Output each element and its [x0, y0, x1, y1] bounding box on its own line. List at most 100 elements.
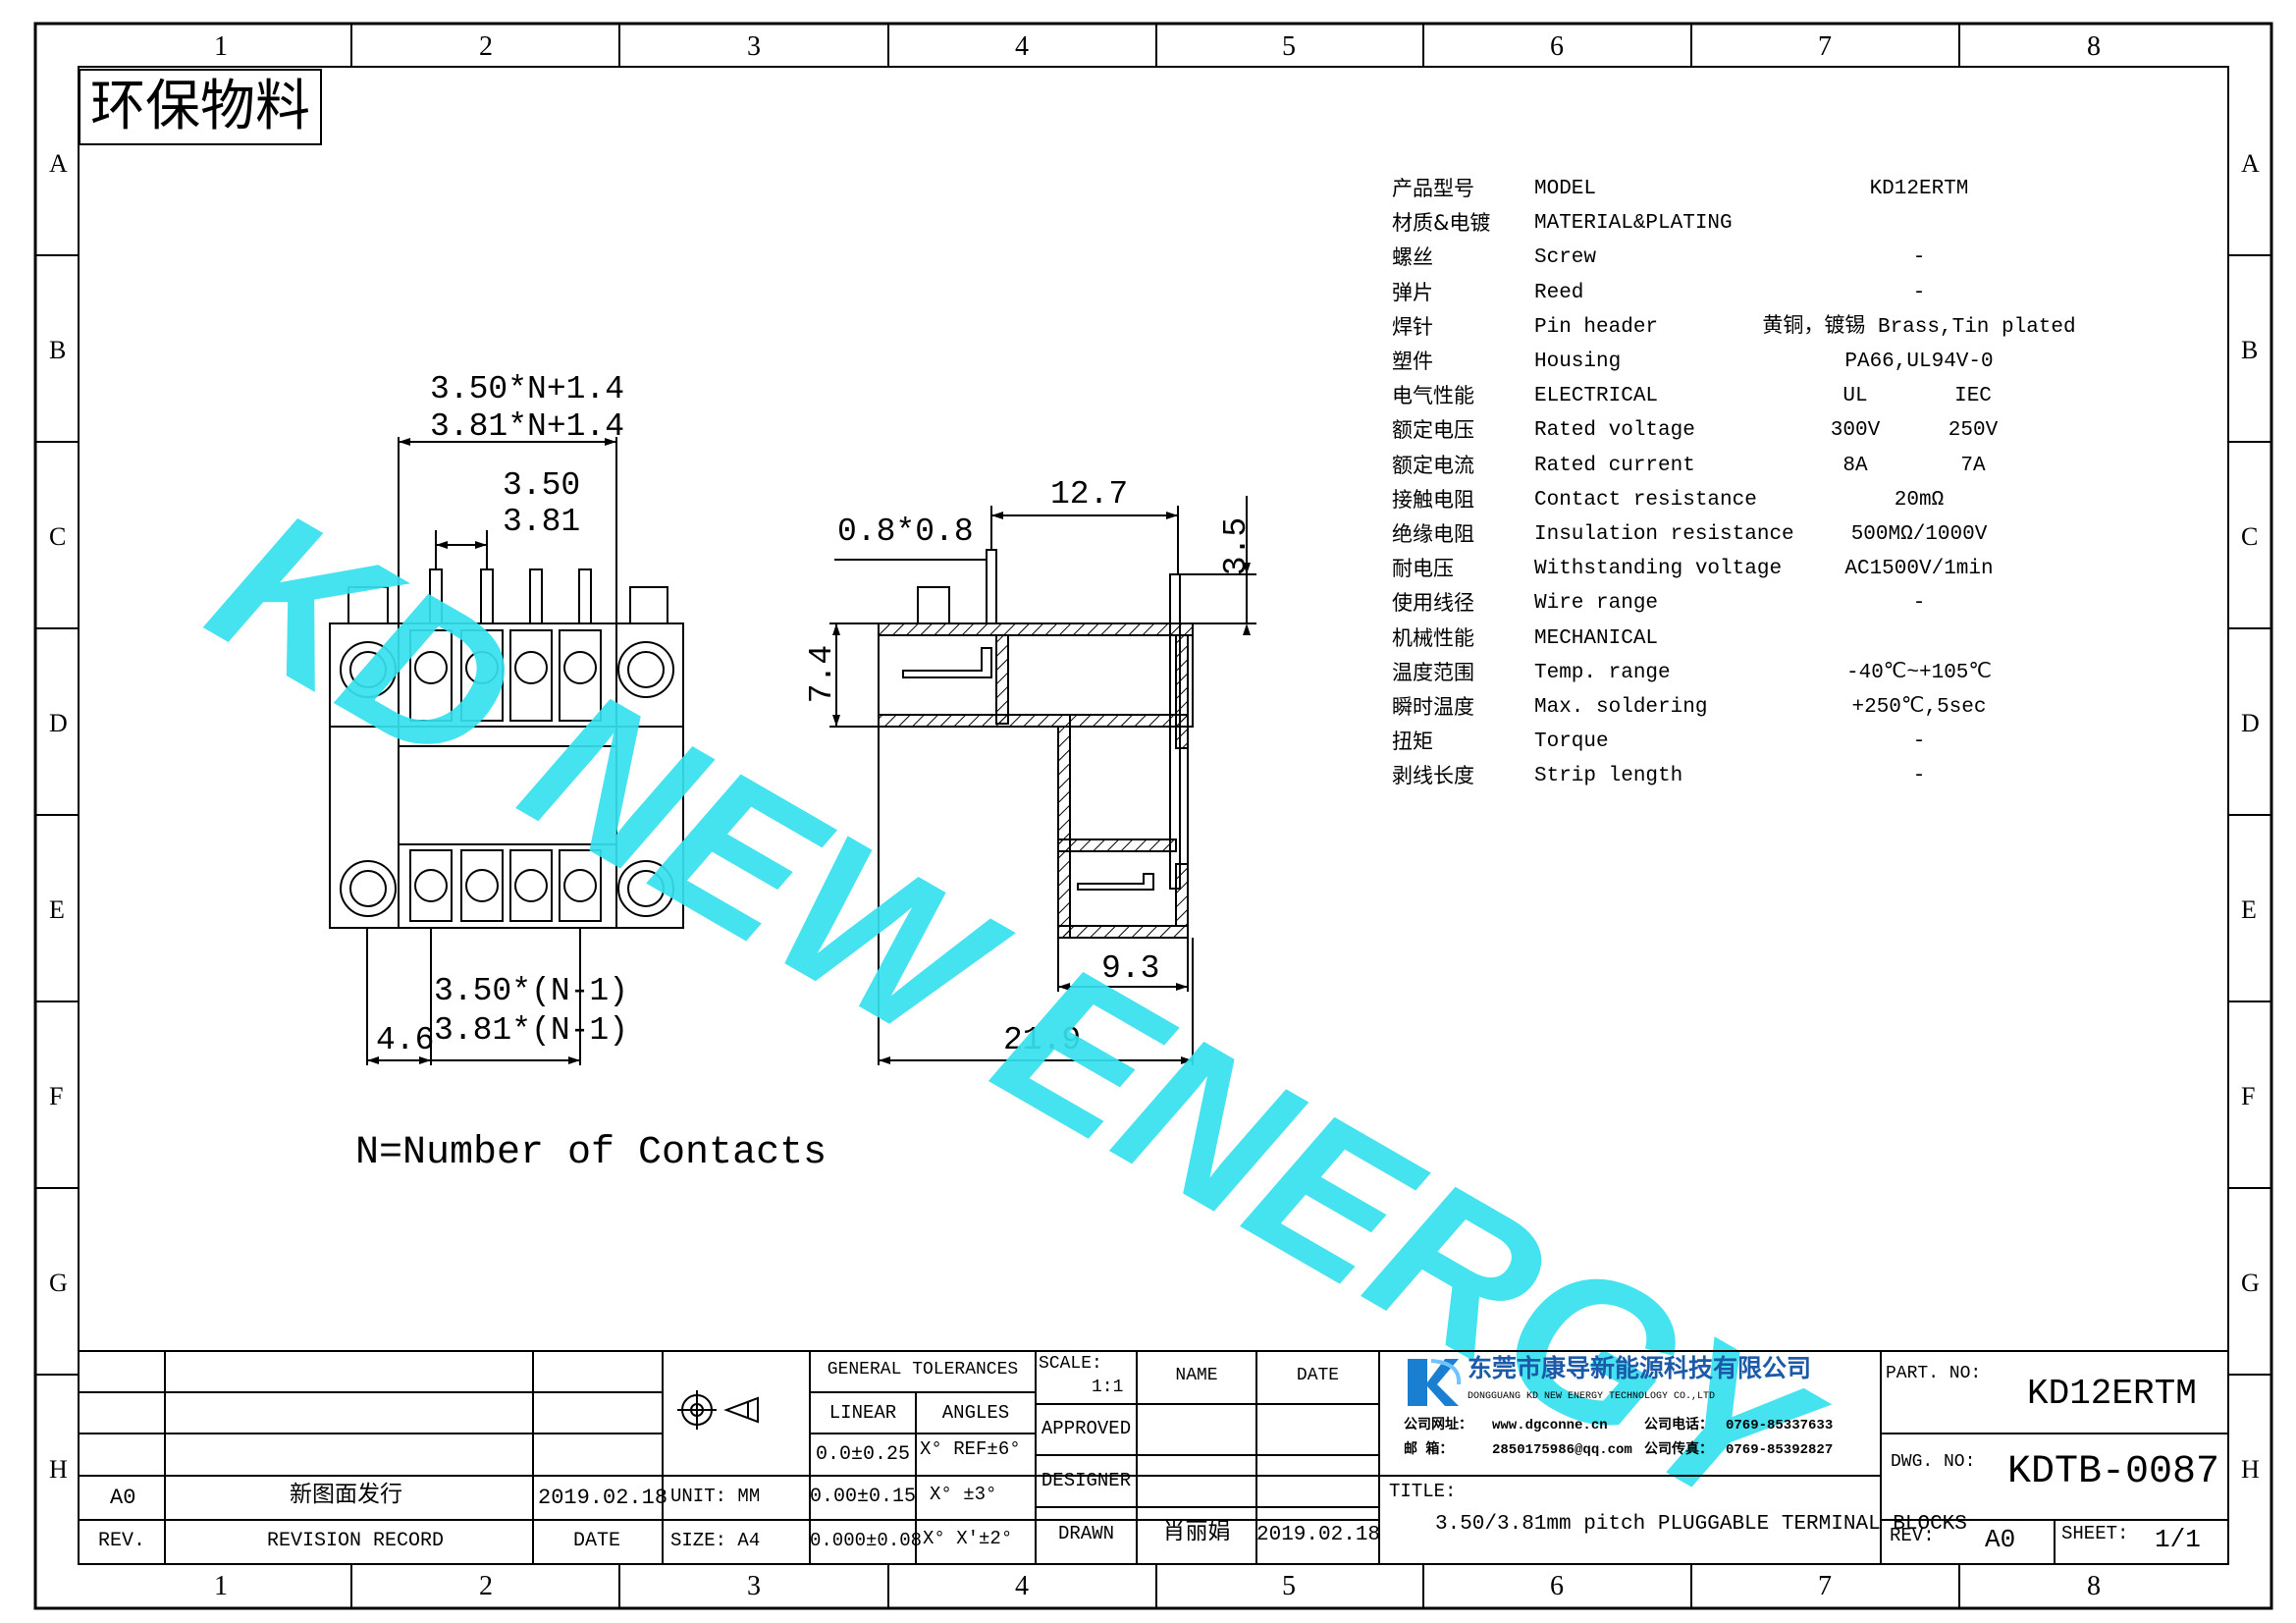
title-label: TITLE:	[1389, 1481, 1457, 1502]
linear-tol-3: 0.000±0.08	[810, 1530, 923, 1551]
rev2-value: A0	[1985, 1525, 2016, 1554]
dwg-no-label: DWG. NO:	[1891, 1452, 1976, 1472]
spec-v1: -	[1912, 246, 1926, 269]
spec-en: Withstanding voltage	[1534, 558, 1783, 580]
spec-cn: 接触电阻	[1392, 488, 1474, 512]
name-label: NAME	[1175, 1366, 1218, 1385]
date-label: DATE	[573, 1530, 621, 1552]
unit-label: UNIT: MM	[670, 1486, 761, 1507]
dim-side-top: 12.7	[1050, 476, 1129, 513]
spec-v1: 20mΩ	[1894, 489, 1945, 512]
dim-top-width-a: 3.50*N+1.4	[430, 371, 625, 407]
angle-tol-1: X° REF±6°	[920, 1438, 1021, 1460]
approved-label: APPROVED	[1041, 1418, 1132, 1439]
spec-cn: 焊针	[1392, 315, 1433, 339]
spec-en: Screw	[1534, 246, 1597, 269]
rev-date-value: 2019.02.18	[538, 1486, 668, 1510]
spec-en: Insulation resistance	[1534, 523, 1794, 546]
website: www.dgconne.cn	[1492, 1418, 1608, 1434]
spec-cn: 剥线长度	[1392, 764, 1474, 787]
row-label: E	[49, 895, 65, 924]
spec-v1: -	[1912, 282, 1926, 304]
drawn-date: 2019.02.18	[1256, 1524, 1381, 1546]
col-label: 1	[214, 31, 228, 62]
col-label: 5	[1282, 31, 1296, 62]
dim-pitch-b: 3.81	[503, 504, 581, 540]
spec-en: MECHANICAL	[1534, 627, 1659, 650]
dwg-no: KDTB-0087	[2007, 1450, 2220, 1494]
part-no: KD12ERTM	[2027, 1374, 2197, 1414]
drawn-name: 肖丽娟	[1162, 1520, 1231, 1545]
col-label: 2	[479, 31, 493, 62]
row-label: G	[49, 1269, 68, 1297]
spec-cn: 额定电流	[1392, 454, 1474, 477]
rev-value: A0	[110, 1486, 136, 1510]
spec-cn: 材质&电镀	[1392, 211, 1491, 235]
col-label: 8	[2087, 1571, 2101, 1601]
angle-tol-3: X° X'±2°	[923, 1528, 1013, 1549]
row-label: E	[2241, 895, 2257, 924]
designer-label: DESIGNER	[1041, 1470, 1132, 1491]
col-label: 6	[1550, 31, 1564, 62]
spec-v1: -	[1912, 592, 1926, 615]
spec-en: Wire range	[1534, 592, 1659, 615]
title-value: 3.50/3.81mm pitch PLUGGABLE TERMINAL BLO…	[1435, 1513, 1967, 1536]
spec-v1: PA66,UL94V-0	[1844, 351, 1994, 373]
spec-en: Housing	[1534, 351, 1622, 373]
row-label: H	[2241, 1455, 2260, 1484]
col-label: 4	[1015, 31, 1029, 62]
spec-en: Rated voltage	[1534, 419, 1695, 442]
fax: 0769-85392827	[1726, 1442, 1834, 1458]
spec-v1: -	[1912, 730, 1926, 753]
spec-en: ELECTRICAL	[1534, 385, 1659, 407]
drawn-label: DRAWN	[1057, 1523, 1114, 1544]
row-label: G	[2241, 1269, 2260, 1297]
linear-tol-2: 0.00±0.15	[810, 1486, 917, 1508]
col-label: 8	[2087, 31, 2101, 62]
col-label: 1	[214, 1571, 228, 1601]
spec-cn: 使用线径	[1392, 591, 1474, 615]
mail-label: 邮 箱：	[1404, 1442, 1454, 1458]
note-contacts: N=Number of Contacts	[355, 1131, 828, 1175]
scale-value: 1:1	[1092, 1378, 1124, 1397]
spec-en: Strip length	[1534, 765, 1683, 787]
website-label: 公司网址：	[1404, 1418, 1472, 1434]
col-label: 3	[747, 1571, 761, 1601]
spec-cn: 螺丝	[1392, 245, 1433, 269]
col-label: 5	[1282, 1571, 1296, 1601]
general-tolerances: GENERAL TOLERANCES	[827, 1360, 1019, 1380]
company-logo	[1408, 1359, 1462, 1406]
col-label: 3	[747, 31, 761, 62]
spec-v1: KD12ERTM	[1869, 178, 1969, 200]
spec-cn: 塑件	[1392, 350, 1433, 373]
spec-v1: 500MΩ/1000V	[1850, 523, 1988, 546]
mail: 2850175986@qq.com	[1492, 1442, 1632, 1458]
eco-stamp: 环保物料	[79, 69, 322, 145]
spec-v2: IEC	[1954, 385, 1992, 407]
spec-cn: 电气性能	[1392, 384, 1474, 407]
tel-label: 公司电话：	[1644, 1418, 1713, 1434]
row-label: B	[2241, 336, 2259, 364]
spec-cn: 弹片	[1392, 281, 1433, 304]
dim-pitch-a: 3.50	[503, 467, 581, 504]
spec-v1: -40℃~+105℃	[1846, 662, 1992, 684]
spec-cn: 温度范围	[1392, 661, 1474, 684]
scale-label: SCALE:	[1039, 1354, 1102, 1374]
spec-v1: AC1500V/1min	[1844, 558, 1994, 580]
spec-cn: 耐电压	[1392, 557, 1454, 580]
rev2-label: REV:	[1890, 1525, 1935, 1546]
size-label: SIZE: A4	[670, 1530, 761, 1551]
row-label: D	[49, 709, 68, 737]
row-label: H	[49, 1455, 68, 1484]
company-name-en: DONGGUANG KD NEW ENERGY TECHNOLOGY CO.,L…	[1468, 1391, 1716, 1402]
revision-record-value: 新图面发行	[290, 1483, 402, 1508]
spec-cn: 机械性能	[1392, 626, 1474, 650]
linear-tol-1: 0.0±0.25	[815, 1443, 910, 1466]
spec-v1: +250℃,5sec	[1851, 696, 1987, 719]
date-label-2: DATE	[1296, 1366, 1340, 1385]
spec-v2: 7A	[1960, 455, 1986, 477]
row-label: D	[2241, 709, 2260, 737]
spec-cn: 额定电压	[1392, 418, 1474, 442]
